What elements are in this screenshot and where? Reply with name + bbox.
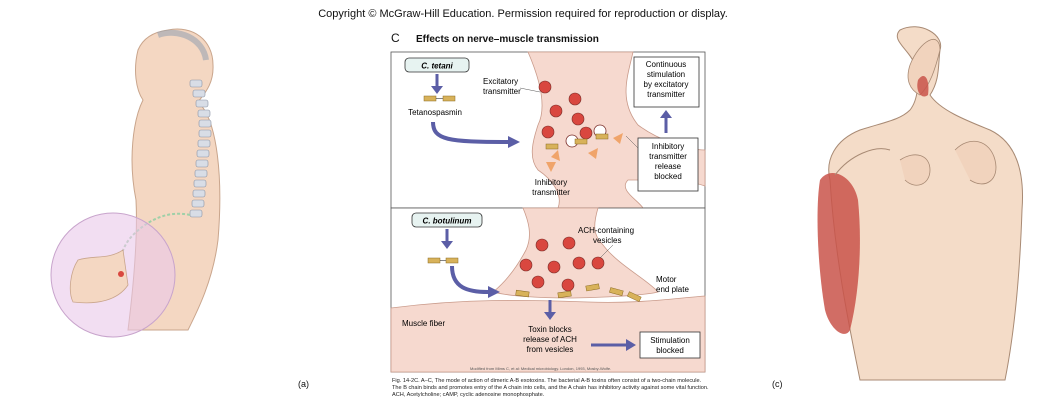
toxin-blocks-line-1: Toxin blocks — [528, 325, 572, 334]
tetanus-patient-illustration — [817, 26, 1024, 381]
continuous-line-3: by excitatory — [644, 80, 689, 89]
arm-muscles — [817, 172, 860, 334]
panel-label-c: (c) — [772, 379, 783, 389]
inhibitory-blocked-box — [637, 137, 699, 192]
toxin-blocks-line-3: from vesicles — [527, 345, 574, 354]
nerve-muscle-diagram: C Effects on nerve–muscle transmission C… — [390, 31, 706, 373]
muscle-fiber-region — [390, 295, 706, 373]
stim-blocked-line-2: blocked — [656, 346, 684, 355]
tetanospasmin-label: Tetanospasmin — [408, 108, 462, 117]
head — [907, 39, 941, 96]
c-tetani-label: C. tetani — [421, 62, 453, 71]
spinal-nerve-illustration — [50, 28, 221, 338]
toxin-blocks-line-2: release of ACH — [523, 335, 577, 344]
excitatory-label-2: transmitter — [483, 87, 521, 96]
blocked-line-2: transmitter — [649, 152, 687, 161]
blocked-line-3: release — [655, 162, 682, 171]
blocked-line-1: Inhibitory — [652, 142, 684, 151]
muscle-fiber-label: Muscle fiber — [402, 319, 445, 328]
ach-vesicles-label-2: vesicles — [593, 236, 621, 245]
ach-vesicles-label-1: ACH-containing — [578, 226, 634, 235]
hand-left — [899, 154, 931, 186]
copyright-notice: Copyright © McGraw-Hill Education. Permi… — [318, 8, 728, 20]
continuous-line-1: Continuous — [646, 60, 686, 69]
continuous-stimulation-box — [633, 56, 700, 108]
blocked-line-4: blocked — [654, 172, 682, 181]
figure-credit: Modified from Mims C, et al: Medical mic… — [470, 366, 612, 371]
jaw-muscles — [917, 75, 929, 97]
hand-right — [954, 140, 997, 185]
continuous-line-2: stimulation — [647, 70, 685, 79]
diagram-letter: C — [391, 31, 400, 45]
c-botulinum-label: C. botulinum — [423, 217, 472, 226]
panel-label-a: (a) — [298, 379, 309, 389]
spine-vertebrae — [189, 79, 212, 218]
inhibitory-label-1: Inhibitory — [535, 178, 567, 187]
continuous-line-4: transmitter — [647, 90, 685, 99]
stim-blocked-line-1: Stimulation — [650, 336, 690, 345]
motor-label-1: Motor — [656, 275, 677, 284]
stimulation-blocked-box — [639, 331, 701, 359]
inhibitory-label-2: transmitter — [532, 188, 570, 197]
synapse-botulism — [492, 207, 659, 299]
motor-label-2: end plate — [656, 285, 689, 294]
excitatory-label-1: Excitatory — [483, 77, 518, 86]
figure-caption: Fig. 14-2C. A–C, The mode of action of d… — [392, 378, 709, 398]
diagram-title: Effects on nerve–muscle transmission — [416, 34, 599, 45]
